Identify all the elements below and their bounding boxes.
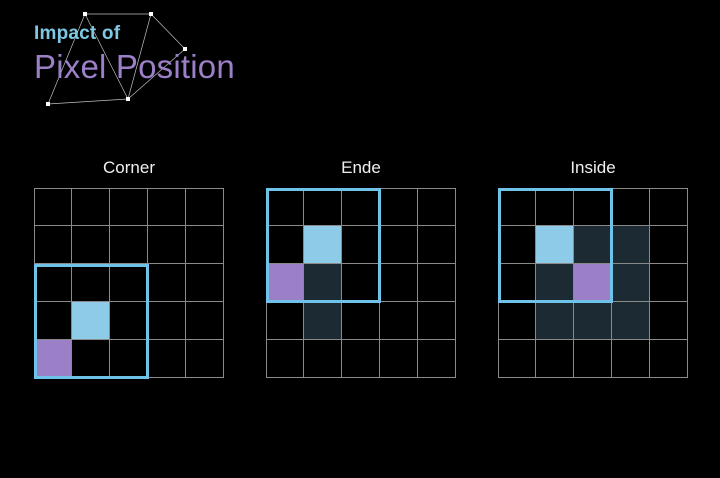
graph-edge bbox=[47, 98, 129, 105]
grid-cell[interactable] bbox=[34, 264, 72, 302]
grid-cell[interactable] bbox=[34, 226, 72, 264]
grid-cell[interactable] bbox=[342, 302, 380, 340]
grid-cell-dark[interactable] bbox=[612, 302, 650, 340]
grid-cell[interactable] bbox=[612, 340, 650, 378]
grid-cell[interactable] bbox=[418, 302, 456, 340]
grid-cell-dark[interactable] bbox=[536, 264, 574, 302]
grid-cell[interactable] bbox=[72, 188, 110, 226]
grid-cell[interactable] bbox=[34, 188, 72, 226]
grid-cell[interactable] bbox=[342, 264, 380, 302]
grid-cell[interactable] bbox=[650, 340, 688, 378]
grid-cell[interactable] bbox=[650, 302, 688, 340]
grid-cell-dark[interactable] bbox=[536, 302, 574, 340]
grid-cell[interactable] bbox=[418, 340, 456, 378]
grid-cell[interactable] bbox=[304, 188, 342, 226]
grid-cell-dark[interactable] bbox=[304, 302, 342, 340]
grid-cell-purple[interactable] bbox=[34, 340, 72, 378]
grid-cell[interactable] bbox=[148, 226, 186, 264]
grid-cell[interactable] bbox=[498, 340, 536, 378]
grid-cell[interactable] bbox=[304, 340, 342, 378]
grid-cell[interactable] bbox=[612, 188, 650, 226]
pixel-grid-ende bbox=[266, 188, 457, 379]
grid-cell[interactable] bbox=[34, 302, 72, 340]
grid-cell[interactable] bbox=[266, 226, 304, 264]
grid-cell-dark[interactable] bbox=[574, 226, 612, 264]
graph-node bbox=[46, 102, 50, 106]
panel-title-corner: Corner bbox=[103, 158, 155, 177]
grid-cell[interactable] bbox=[110, 188, 148, 226]
panels-container: Corner Ende Inside bbox=[0, 150, 720, 400]
grid-cell[interactable] bbox=[186, 264, 224, 302]
grid-cell[interactable] bbox=[342, 226, 380, 264]
grid-cell[interactable] bbox=[380, 340, 418, 378]
grid-cell[interactable] bbox=[266, 302, 304, 340]
grid-cell[interactable] bbox=[186, 302, 224, 340]
grid-cell[interactable] bbox=[498, 226, 536, 264]
grid-cell[interactable] bbox=[418, 188, 456, 226]
title-line-pixel-position: Pixel Position bbox=[34, 48, 235, 85]
grid-cell-dark[interactable] bbox=[612, 226, 650, 264]
grid-cell-blue[interactable] bbox=[72, 302, 110, 340]
grid-cell[interactable] bbox=[148, 264, 186, 302]
grid-cell[interactable] bbox=[110, 302, 148, 340]
grid-cell-purple[interactable] bbox=[574, 264, 612, 302]
grid-cell[interactable] bbox=[266, 188, 304, 226]
graph-node bbox=[83, 12, 87, 16]
grid-cell[interactable] bbox=[72, 340, 110, 378]
graph-node bbox=[149, 12, 153, 16]
title-line-impact-of: Impact of bbox=[34, 23, 121, 44]
graph-node bbox=[126, 97, 130, 101]
grid-cell[interactable] bbox=[574, 340, 612, 378]
grid-cell[interactable] bbox=[186, 188, 224, 226]
grid-cell[interactable] bbox=[498, 188, 536, 226]
page-title: Impact of Pixel Position bbox=[34, 22, 235, 86]
grid-cell[interactable] bbox=[110, 264, 148, 302]
grid-cell[interactable] bbox=[380, 188, 418, 226]
grid-cell-blue[interactable] bbox=[536, 226, 574, 264]
grid-cell[interactable] bbox=[148, 340, 186, 378]
grid-cell[interactable] bbox=[186, 340, 224, 378]
grid-cell[interactable] bbox=[148, 188, 186, 226]
grid-cell[interactable] bbox=[418, 226, 456, 264]
grid-cell[interactable] bbox=[418, 264, 456, 302]
grid-cell[interactable] bbox=[186, 226, 224, 264]
grid-cell-blue[interactable] bbox=[304, 226, 342, 264]
grid-cell[interactable] bbox=[536, 188, 574, 226]
grid-cell[interactable] bbox=[498, 302, 536, 340]
panel-title-ende: Ende bbox=[341, 158, 381, 177]
grid-cell[interactable] bbox=[266, 340, 304, 378]
grid-cell[interactable] bbox=[342, 340, 380, 378]
grid-cell[interactable] bbox=[72, 264, 110, 302]
grid-cell[interactable] bbox=[574, 188, 612, 226]
pixel-grid-inside bbox=[498, 188, 689, 379]
grid-cell-dark[interactable] bbox=[612, 264, 650, 302]
grid-cell[interactable] bbox=[380, 226, 418, 264]
grid-cell[interactable] bbox=[536, 340, 574, 378]
panel-title-inside: Inside bbox=[570, 158, 616, 177]
grid-cell[interactable] bbox=[148, 302, 186, 340]
grid-cell[interactable] bbox=[110, 226, 148, 264]
grid-cell[interactable] bbox=[380, 264, 418, 302]
grid-cell[interactable] bbox=[110, 340, 148, 378]
grid-cell-dark[interactable] bbox=[304, 264, 342, 302]
grid-cell[interactable] bbox=[380, 302, 418, 340]
pixel-grid-corner bbox=[34, 188, 225, 379]
grid-cell[interactable] bbox=[72, 226, 110, 264]
title-block: Impact of Pixel Position bbox=[0, 0, 300, 120]
grid-cell-dark[interactable] bbox=[574, 302, 612, 340]
grid-cell[interactable] bbox=[650, 226, 688, 264]
grid-cell-purple[interactable] bbox=[266, 264, 304, 302]
grid-cell[interactable] bbox=[650, 264, 688, 302]
grid-cell[interactable] bbox=[498, 264, 536, 302]
grid-cell[interactable] bbox=[342, 188, 380, 226]
grid-cell[interactable] bbox=[650, 188, 688, 226]
